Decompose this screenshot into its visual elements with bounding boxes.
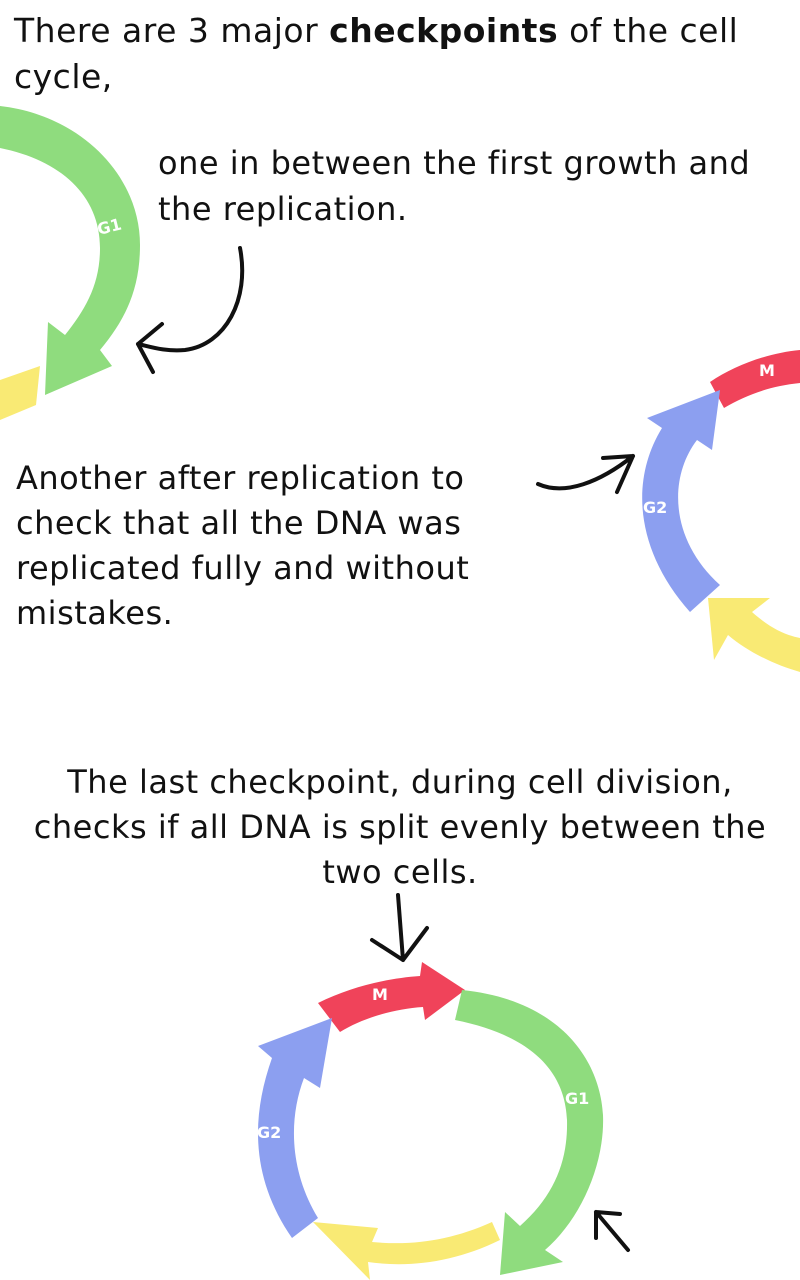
cycle-3-g1-arrow <box>455 990 604 1275</box>
intro-text: There are 3 major checkpoints of the cel… <box>14 8 789 100</box>
cycle-3-m-arrow <box>318 962 465 1032</box>
cycle-diagram-2: M G2 <box>642 350 800 672</box>
cycle-3-g2-label: G2 <box>257 1123 281 1142</box>
checkpoint-2-text: Another after replication to check that … <box>16 459 470 632</box>
checkpoint-1-pointer-arrow <box>136 246 245 374</box>
intro-emphasis: checkpoints <box>329 11 559 50</box>
cycle-2-m-arrow <box>710 350 800 408</box>
intro-text-end: of the cell cycle, <box>14 11 739 96</box>
cycle-3-g2-arrow <box>258 1018 332 1238</box>
cycle-diagram-1: G1 <box>0 106 140 420</box>
checkpoint-1-text: one in between the first growth and the … <box>158 144 751 228</box>
cycle-2-m-label: M <box>759 361 775 380</box>
checkpoint-3-text: The last checkpoint, during cell divisio… <box>33 763 767 891</box>
checkpoint-2-pointer-arrow <box>536 454 635 494</box>
cycle-1-g1-arrow <box>0 106 140 395</box>
cycle-3-s-label: S <box>410 1263 422 1280</box>
checkpoint-3-pointer-arrow <box>370 893 429 962</box>
intro-text-start: There are 3 major <box>14 11 330 50</box>
cycle-2-g2-arrow <box>642 390 720 612</box>
cycle-3-s-arrow <box>313 1222 500 1280</box>
cycle-diagram-3: M G1 G2 S <box>257 962 604 1280</box>
cycle-1-s-arrow <box>0 366 40 420</box>
checkpoint-1-marker-arrow <box>594 1210 630 1252</box>
cycle-2-s-arrow <box>708 598 800 672</box>
cycle-3-g1-label: G1 <box>565 1089 589 1108</box>
cycle-2-g2-label: G2 <box>643 498 667 517</box>
cycle-3-m-label: M <box>372 985 388 1004</box>
